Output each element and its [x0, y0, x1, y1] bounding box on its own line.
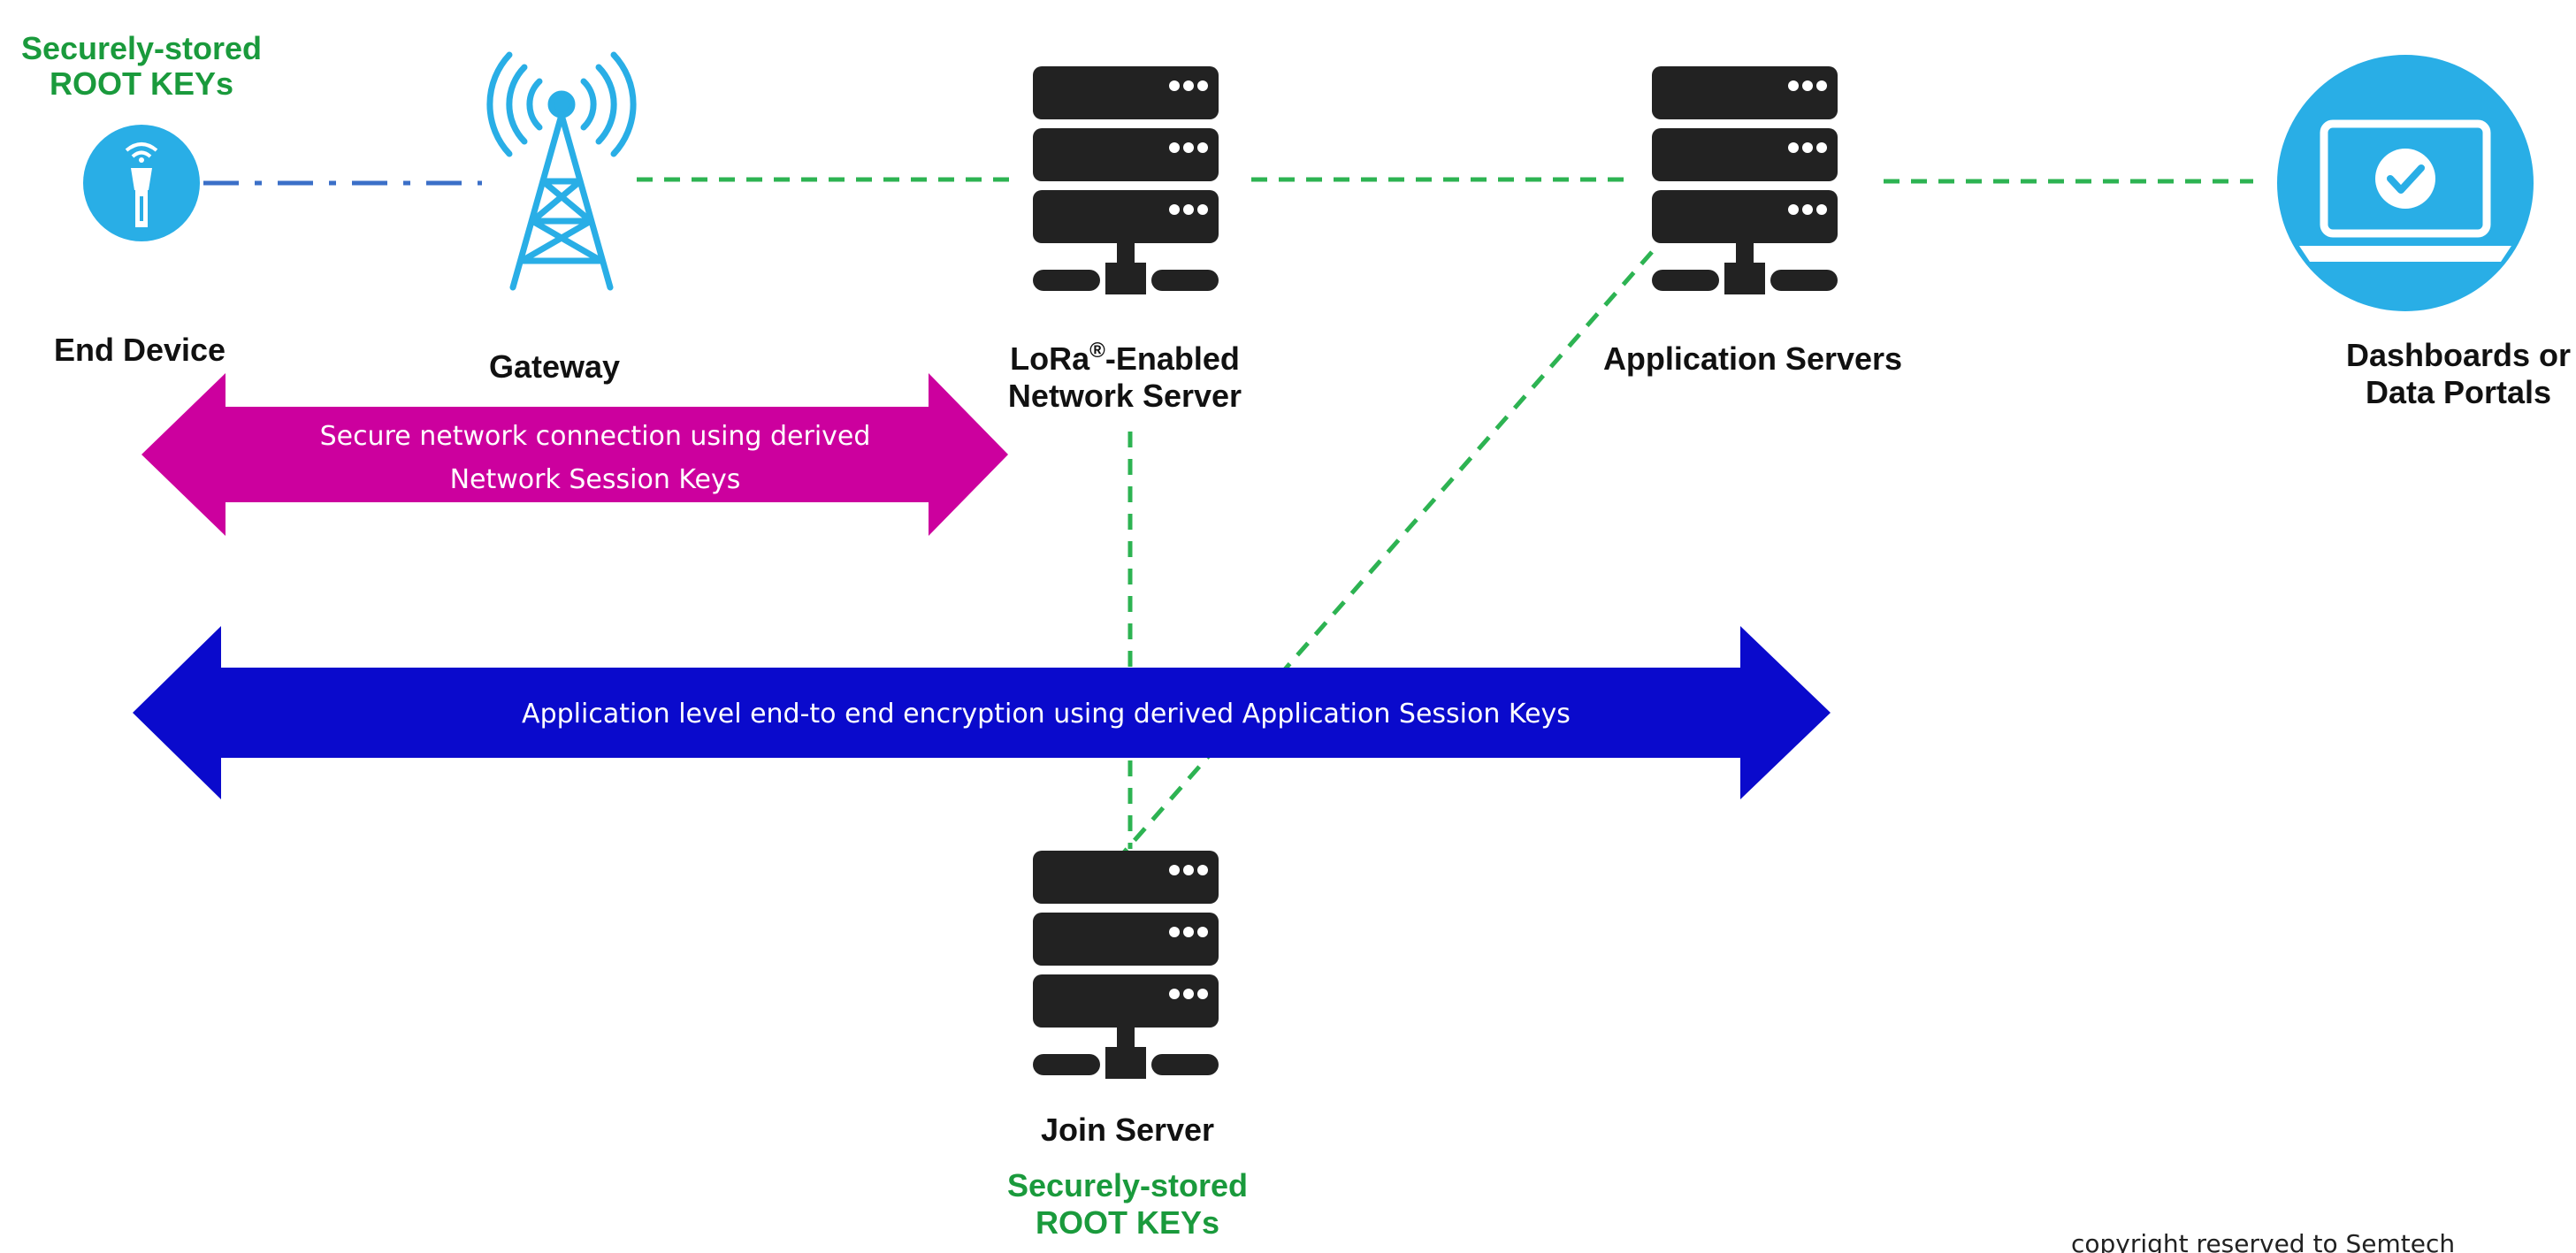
network-arrow-text-line2: Network Session Keys — [450, 464, 741, 495]
application-servers-label: Application Servers — [1603, 340, 1902, 377]
end-device-icon — [83, 125, 200, 241]
network-session-arrow — [141, 373, 1008, 536]
root-keys-top-line2: ROOT KEYs — [50, 65, 233, 102]
network-server-label-line1: LoRa®-Enabled — [1010, 339, 1240, 377]
root-keys-bottom-line2: ROOT KEYs — [1036, 1204, 1219, 1241]
copyright-text: copyright reserved to Semtech — [2071, 1229, 2455, 1253]
end-device-label: End Device — [54, 332, 225, 368]
gateway-label: Gateway — [489, 348, 620, 385]
laptop-check-icon — [2277, 55, 2534, 311]
root-keys-top-line1: Securely-stored — [21, 30, 262, 66]
join-server-label: Join Server — [1041, 1112, 1214, 1148]
dashboards-label-line2: Data Portals — [2366, 374, 2551, 410]
root-keys-bottom-line1: Securely-stored — [1007, 1167, 1248, 1203]
gateway-tower-icon — [486, 51, 637, 291]
network-server-label-line2: Network Server — [1008, 378, 1242, 414]
application-session-arrow — [133, 626, 1831, 799]
dashboards-label-line1: Dashboards or — [2346, 337, 2571, 373]
application-server-icon — [1652, 66, 1838, 294]
join-server-icon — [1033, 851, 1219, 1079]
network-server-icon — [1033, 66, 1219, 294]
network-arrow-text-line1: Secure network connection using derived — [320, 421, 871, 452]
application-arrow-text: Application level end-to end encryption … — [522, 699, 1571, 730]
